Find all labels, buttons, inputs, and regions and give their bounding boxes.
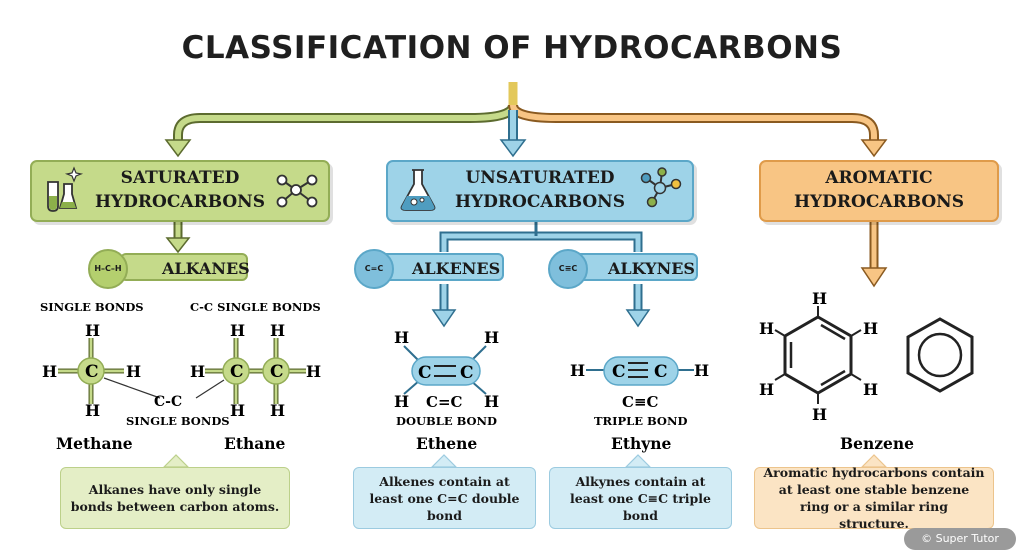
ethene-bond-formula: C=C [426,393,463,411]
ethene-name: Ethene [416,434,477,453]
methane-structure: C H H H H [42,321,141,420]
benzene-h-5: H [759,380,774,399]
ethane-h-bottom-1: H [230,401,245,420]
watermark: © Super Tutor [904,528,1016,550]
ethene-bond-label: DOUBLE BOND [396,414,497,428]
alkynes-note: Alkynes contain at least one C≡C triple … [549,467,732,529]
unsaturated-title-line1: UNSATURATED [465,168,615,188]
cc-single-bonds-label: C-C SINGLE BONDS [190,300,321,314]
alkanes-tag: ALKANES [120,253,250,281]
ethyne-h-right: H [694,361,709,380]
ethene-h-4: H [484,392,499,411]
alkenes-label: ALKENES [412,259,501,278]
ethyne-name: Ethyne [611,434,672,453]
test-tube-flask-icon [47,166,84,212]
ethene-carbon-1: C [418,363,432,383]
page-title: CLASSIFICATION OF HYDROCARBONS [181,30,843,66]
methane-h-right: H [126,362,141,381]
methane-h-bottom: H [85,401,100,420]
alkynes-badge-text: C≡C [558,264,578,273]
benzene-h-6: H [759,319,774,338]
ethene-h-2: H [484,328,499,347]
alkynes-badge: C≡C [548,249,588,289]
single-bonds-label: SINGLE BONDS [40,300,144,314]
ethyne-carbon-2: C [654,362,668,382]
benzene-kekule-structure: H H H H H H [759,289,878,424]
ethane-h-bottom-2: H [270,401,285,420]
saturated-title-line1: SATURATED [120,168,240,188]
benzene-name: Benzene [840,434,914,453]
aromatic-hydrocarbons-box: AROMATIC HYDROCARBONS [759,160,999,222]
alkanes-label: ALKANES [162,259,250,278]
ethene-h-1: H [394,328,409,347]
single-bonds-label-2: SINGLE BONDS [126,414,230,428]
alkynes-tag: ALKYNES [566,253,698,281]
ethyne-h-left: H [570,361,585,380]
ethyne-carbon-1: C [612,362,626,382]
ethane-h-top-2: H [270,321,285,340]
benzene-h-3: H [863,380,878,399]
methane-carbon: C [85,362,99,382]
alkenes-note: Alkenes contain at least one C=C double … [353,467,536,529]
ethane-h-top-1: H [230,321,245,340]
alkanes-badge: H–C–H [88,249,128,289]
alkenes-badge: C=C [354,249,394,289]
benzene-h-2: H [863,319,878,338]
ethyne-bond-formula: C≡C [622,393,659,411]
flask-icon [400,169,436,211]
aromatic-title-line2: HYDROCARBONS [793,192,965,212]
ethane-structure: C C H H H H H H [190,321,321,420]
ethane-name: Ethane [224,434,286,453]
methane-h-top: H [85,321,100,340]
aromatic-note: Aromatic hydrocarbons contain at least o… [754,465,994,531]
ethane-carbon-1: C [230,362,244,382]
ethene-h-3: H [394,392,409,411]
ethene-carbon-2: C [460,363,474,383]
ethane-carbon-2: C [270,362,284,382]
molecule-icon-colored [640,167,682,208]
alkenes-badge-text: C=C [364,264,384,273]
benzene-ring-icon [906,317,974,393]
alkanes-badge-text: H–C–H [94,264,122,273]
molecule-icon [276,174,318,208]
ethyne-structure: C C H H [570,356,709,386]
ethane-h-left: H [190,362,205,381]
ethyne-bond-label: TRIPLE BOND [594,414,687,428]
alkenes-tag: ALKENES [370,253,504,281]
saturated-title-line2: HYDROCARBONS [94,192,266,212]
alkanes-note: Alkanes have only single bonds between c… [60,467,290,529]
alkynes-label: ALKYNES [608,259,695,278]
unsaturated-hydrocarbons-box: UNSATURATED HYDROCARBONS [386,160,694,222]
cc-center-label: C-C [154,394,182,410]
methane-h-left: H [42,362,57,381]
saturated-hydrocarbons-box: SATURATED HYDROCARBONS [30,160,330,222]
methane-name: Methane [56,434,133,453]
unsaturated-title-line2: HYDROCARBONS [454,192,626,212]
benzene-h-4: H [812,405,827,424]
aromatic-title-line1: AROMATIC [825,168,933,188]
benzene-h-1: H [812,289,827,308]
ethene-structure: C C H H H H [394,328,499,411]
ethane-h-right: H [306,362,321,381]
